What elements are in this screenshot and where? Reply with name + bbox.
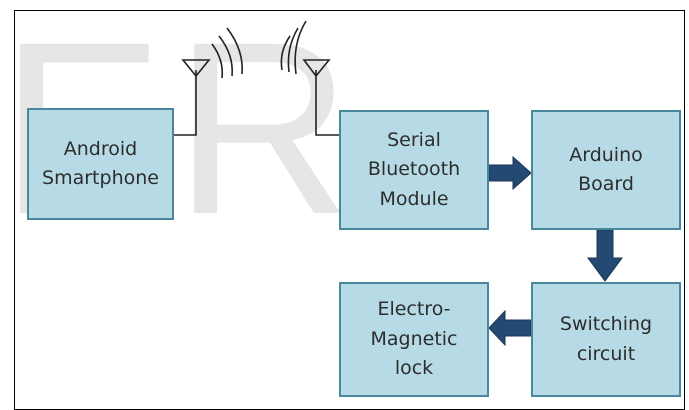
switching-circuit-block: Switching circuit <box>531 282 681 397</box>
arrow-bluetooth-to-arduino <box>488 155 532 191</box>
switching-circuit-label: Switching circuit <box>559 313 653 365</box>
serial-bluetooth-module-label: Serial Bluetooth Module <box>367 128 461 210</box>
antenna-left-icon <box>174 59 211 136</box>
arrow-switching-to-lock <box>488 309 532 347</box>
arrow-arduino-to-switching <box>587 229 623 282</box>
arduino-board-block: Arduino Board <box>531 110 681 230</box>
antenna-right-icon <box>302 59 339 136</box>
electro-magnetic-lock-label: Electro- Magnetic lock <box>370 298 458 380</box>
signal-waves-right-icon <box>280 20 307 75</box>
serial-bluetooth-module-block: Serial Bluetooth Module <box>339 110 489 230</box>
signal-waves-left-icon <box>211 27 244 79</box>
electro-magnetic-lock-block: Electro- Magnetic lock <box>339 282 489 397</box>
android-smartphone-label: Android Smartphone <box>42 137 159 189</box>
arduino-board-label: Arduino Board <box>569 143 643 195</box>
android-smartphone-block: Android Smartphone <box>27 108 174 220</box>
